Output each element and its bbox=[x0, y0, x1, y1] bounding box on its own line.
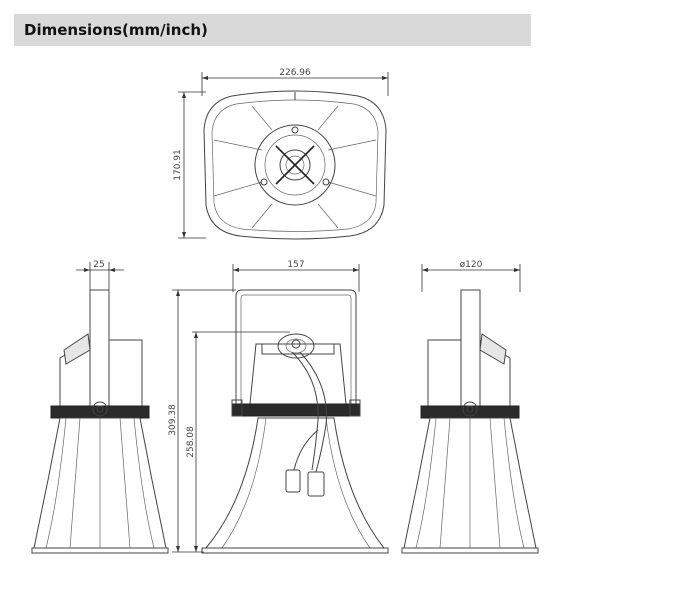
front-width-label: 157 bbox=[287, 260, 304, 270]
top-width-label: 226.96 bbox=[279, 68, 311, 78]
front-view: 157 309.38 258.08 bbox=[168, 260, 389, 554]
diameter-label: ø120 bbox=[460, 260, 483, 270]
total-height-label: 309.38 bbox=[168, 404, 178, 436]
body-height-label: 258.08 bbox=[186, 426, 196, 458]
left-side-view: 25 bbox=[31, 260, 169, 554]
right-side-view: ø120 bbox=[401, 260, 539, 554]
top-height-label: 170.91 bbox=[173, 149, 183, 181]
bracket-depth-label: 25 bbox=[93, 260, 104, 270]
section-header: Dimensions(mm/inch) bbox=[14, 14, 531, 46]
top-view: 226.96 170.91 bbox=[173, 68, 389, 240]
section-title: Dimensions(mm/inch) bbox=[24, 21, 208, 39]
